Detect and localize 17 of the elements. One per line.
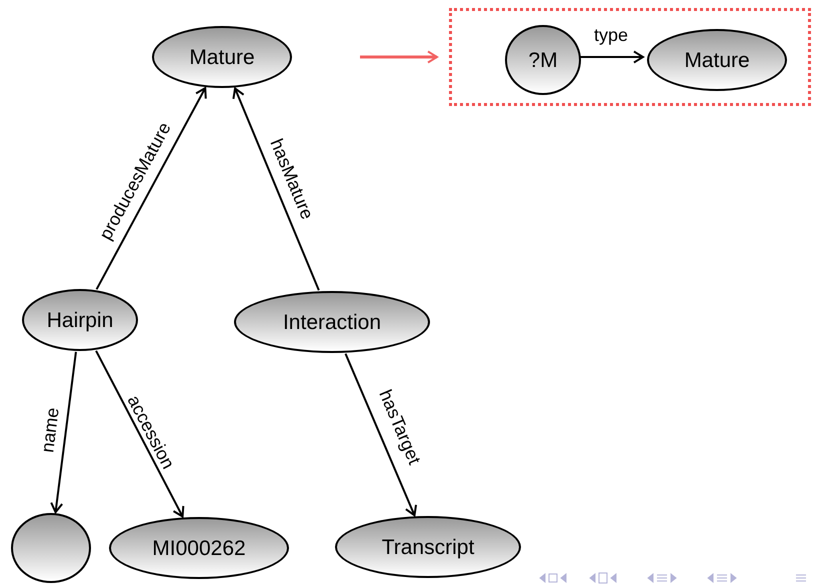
arrow bbox=[579, 50, 644, 64]
edge-label: type bbox=[594, 26, 628, 44]
ellipse-node: Interaction bbox=[234, 291, 430, 353]
ellipse-node: Transcript bbox=[335, 516, 521, 578]
arrow bbox=[232, 87, 320, 291]
edge-label: name bbox=[38, 406, 62, 454]
ellipse-node: Mature bbox=[152, 26, 292, 88]
ellipse-node: ?M bbox=[505, 25, 581, 95]
arrow bbox=[96, 87, 207, 290]
ellipse-node: MI000262 bbox=[109, 517, 289, 579]
ellipse-node: Hairpin bbox=[22, 289, 138, 351]
dashed-box bbox=[449, 8, 811, 106]
arrow bbox=[50, 352, 77, 514]
arrow bbox=[95, 350, 184, 518]
ellipse-node: Mature bbox=[647, 29, 787, 91]
arrow bbox=[344, 353, 418, 516]
arrow bbox=[360, 50, 438, 64]
